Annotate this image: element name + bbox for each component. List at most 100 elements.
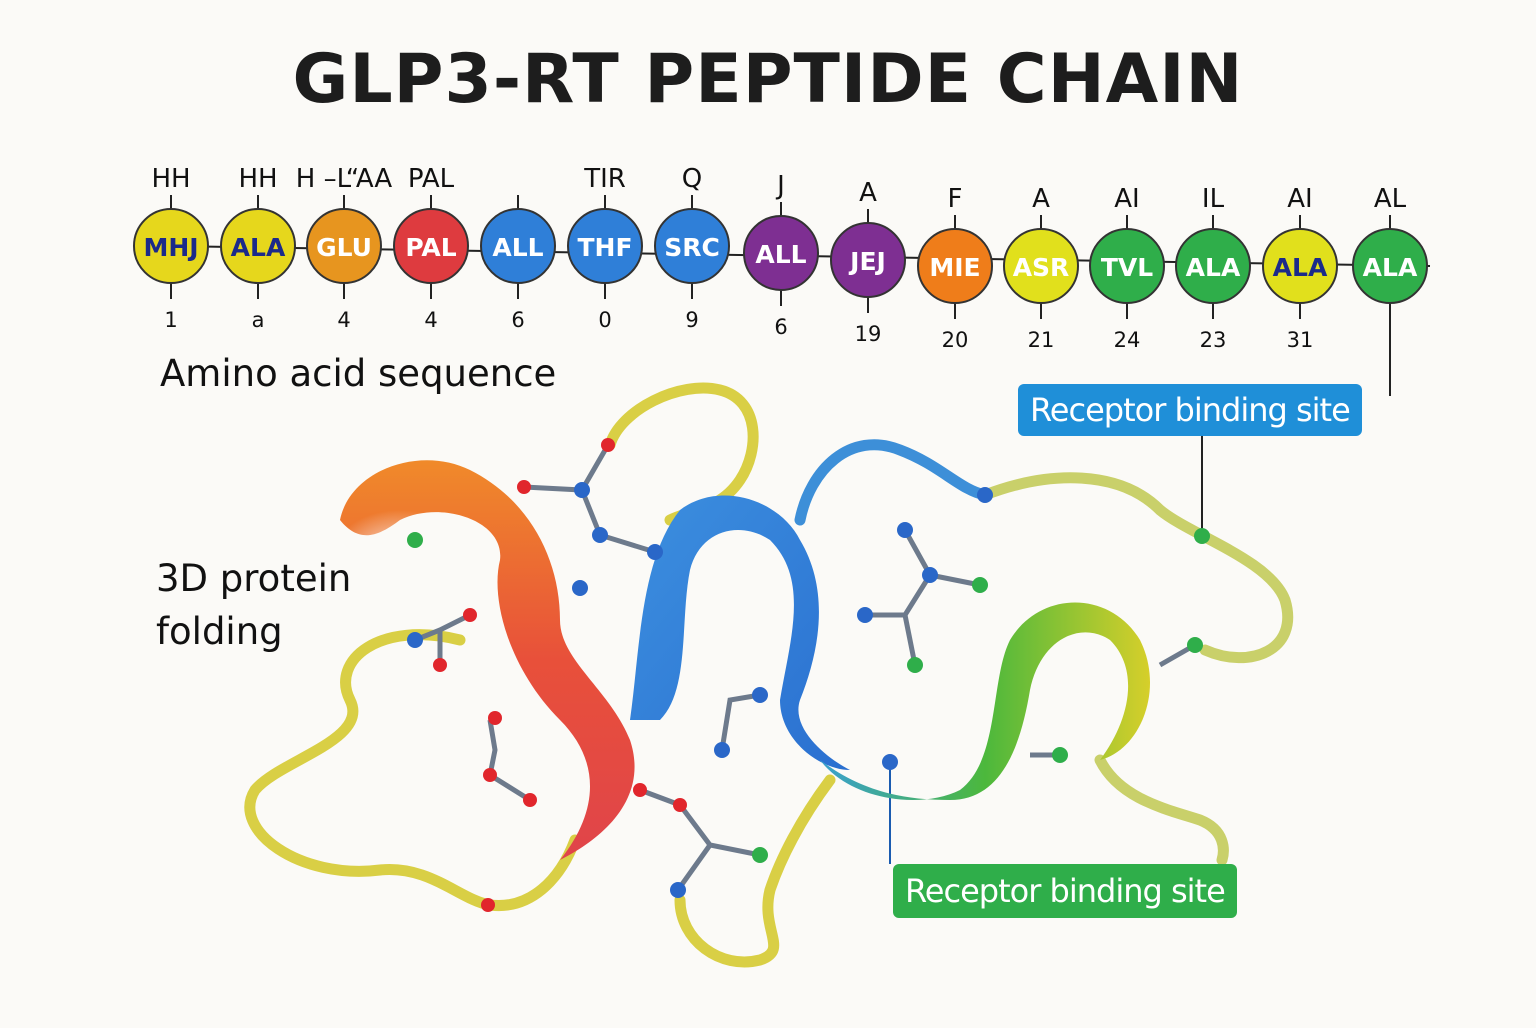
residue-circle [1089,228,1165,304]
bond [579,489,656,555]
residue-index: 20 [942,328,969,352]
helix-ribbon-green-yellow [820,602,1151,800]
residue-circle [654,208,730,284]
atoms [407,438,1210,912]
residue-code: TVL [1101,253,1153,282]
residue-index: a [252,308,265,332]
helix-ribbon-blue [630,495,850,770]
residue-code: ALA [1363,253,1418,282]
bond [523,443,611,493]
residue-circle [1352,228,1428,304]
residue-circle [743,215,819,291]
atom-green [1052,747,1068,763]
residue-circle [917,228,993,304]
atom-blue [922,567,938,583]
receptor-binding-site-callout-green: Receptor binding site [893,864,1237,918]
loop-strand [794,439,991,526]
atom-blue [407,632,423,648]
residue-circle [306,208,382,284]
atom-blue [857,607,873,623]
loop-strand [979,472,1294,664]
atom-green [407,532,423,548]
bond [675,843,713,892]
atom-blue [647,544,663,560]
atom-green [972,577,988,593]
atom-red [481,898,495,912]
residue-code: THF [577,233,632,262]
residue-index: 6 [511,308,524,332]
residue: ALA AL [1352,184,1428,304]
residue-circle [1175,228,1251,304]
atom-red [517,480,531,494]
bond [639,787,761,858]
atom-red [523,793,537,807]
residue-code: SRC [664,233,720,262]
loop-strand [1094,754,1229,866]
residue-index: 4 [337,308,350,332]
helix-ribbons [330,460,1151,860]
atom-red [601,438,615,452]
receptor-binding-site-callout-blue: Receptor binding site [1018,384,1362,436]
residue-code: GLU [316,233,372,262]
residue-top-label: J [775,171,785,201]
residue-code: ASR [1013,253,1070,282]
residue-index: 23 [1200,328,1227,352]
atom-blue [574,482,590,498]
residue-top-label: AL [1374,184,1407,214]
atom-blue [714,742,730,758]
atom-blue [592,527,608,543]
atom-blue [752,687,768,703]
atom-blue [897,522,913,538]
atom-blue [572,580,588,596]
atom-red [673,798,687,812]
residue-index: 31 [1287,328,1314,352]
atom-red [483,768,497,782]
sequence-label: Amino acid sequence [160,352,557,395]
residue-index: 4 [424,308,437,332]
residue-index: 1 [164,308,177,332]
residue-circle [567,208,643,284]
residue-circle [830,222,906,298]
atom-green [907,657,923,673]
residue-index: 9 [685,308,698,332]
bond [487,719,532,803]
residue-index: 0 [598,308,611,332]
atom-green [1187,637,1203,653]
residue-code: MIE [929,253,980,282]
residue-code: ALL [492,233,543,262]
residue-top-label: AI [1287,184,1312,214]
atom-red [463,608,477,622]
residue-top-label: HH [238,164,277,194]
bond [719,692,761,751]
folding-label: 3D protein folding [156,552,351,658]
residue-top-label: A [859,178,877,208]
atom-blue [670,882,686,898]
residue-top-label: PAL [408,164,455,194]
bond [902,528,981,588]
residue-circle [133,208,209,284]
atom-red [433,658,447,672]
residue-code: JEJ [848,247,886,276]
residue-code: ALA [231,233,286,262]
bond [902,614,918,666]
atom-red [633,783,647,797]
residue-code: ALL [755,240,806,269]
residue-circle [220,208,296,284]
residue-circle [1262,228,1338,304]
residue-circle [1003,228,1079,304]
residue: ALA HH a [220,164,296,332]
